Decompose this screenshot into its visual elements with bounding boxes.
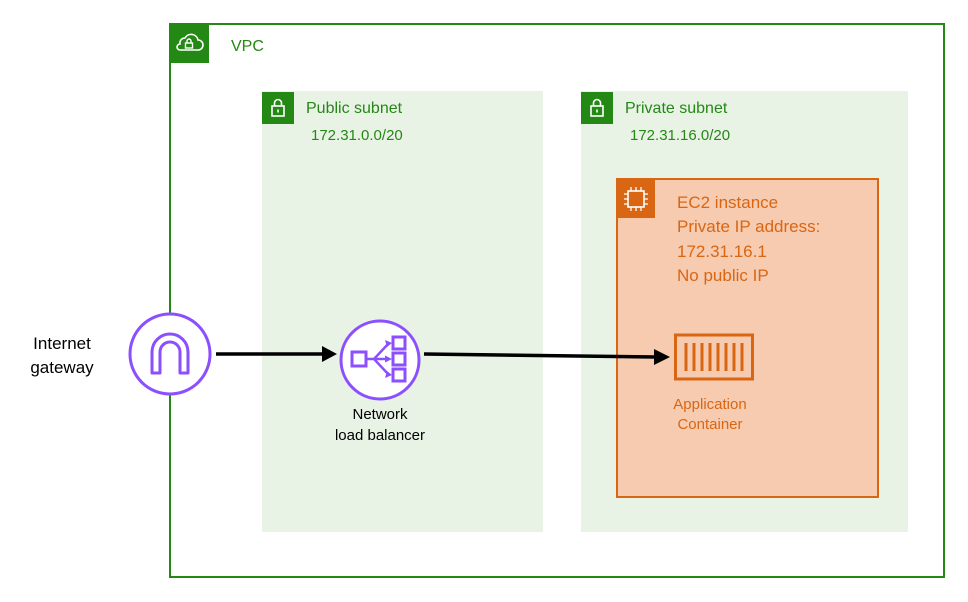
private-subnet-badge: [581, 92, 613, 124]
app-label-line2: Container: [677, 416, 743, 433]
ec2-title: EC2 instance: [677, 193, 779, 212]
internet-gateway-icon: [128, 312, 212, 396]
public-subnet: [262, 91, 543, 532]
load-balancer-node: [338, 318, 422, 407]
private-subnet-cidr: 172.31.16.0/20: [630, 127, 731, 144]
load-balancer-icon: [339, 319, 421, 401]
public-subnet-badge: [262, 92, 294, 124]
ec2-private-ip-label: Private IP address:: [677, 217, 821, 236]
private-subnet-title: Private subnet: [625, 100, 728, 117]
ec2-instance: [616, 178, 879, 498]
load-balancer-label: Network load balancer: [300, 404, 460, 446]
lock-icon: [590, 98, 604, 117]
internet-gateway-label: Internet gateway: [8, 332, 116, 380]
nlb-label-line1: Network: [352, 406, 408, 423]
ec2-private-ip-value: 172.31.16.1: [677, 242, 767, 261]
container-icon: [674, 333, 754, 381]
public-subnet-title: Public subnet: [306, 100, 403, 117]
arrow-nlb-to-container: [423, 349, 670, 365]
public-subnet-cidr: 172.31.0.0/20: [311, 127, 403, 144]
ec2-badge: [617, 180, 655, 218]
nlb-label-line2: load balancer: [334, 427, 426, 444]
internet-gateway-node: [127, 311, 213, 402]
igw-label-line2: gateway: [30, 358, 94, 377]
application-container-label: Application Container: [640, 395, 780, 435]
ec2-public-ip-note: No public IP: [677, 266, 769, 285]
vpc-label: VPC: [231, 38, 264, 55]
vpc-boundary: [169, 23, 945, 578]
container-node: [674, 333, 754, 388]
chip-icon: [624, 187, 648, 211]
cloud-lock-icon: [176, 33, 204, 51]
arrow-igw-to-nlb: [216, 346, 337, 362]
igw-label-line1: Internet: [33, 334, 91, 353]
app-label-line1: Application: [673, 396, 747, 413]
lock-icon: [271, 98, 285, 117]
vpc-badge: [169, 23, 209, 63]
